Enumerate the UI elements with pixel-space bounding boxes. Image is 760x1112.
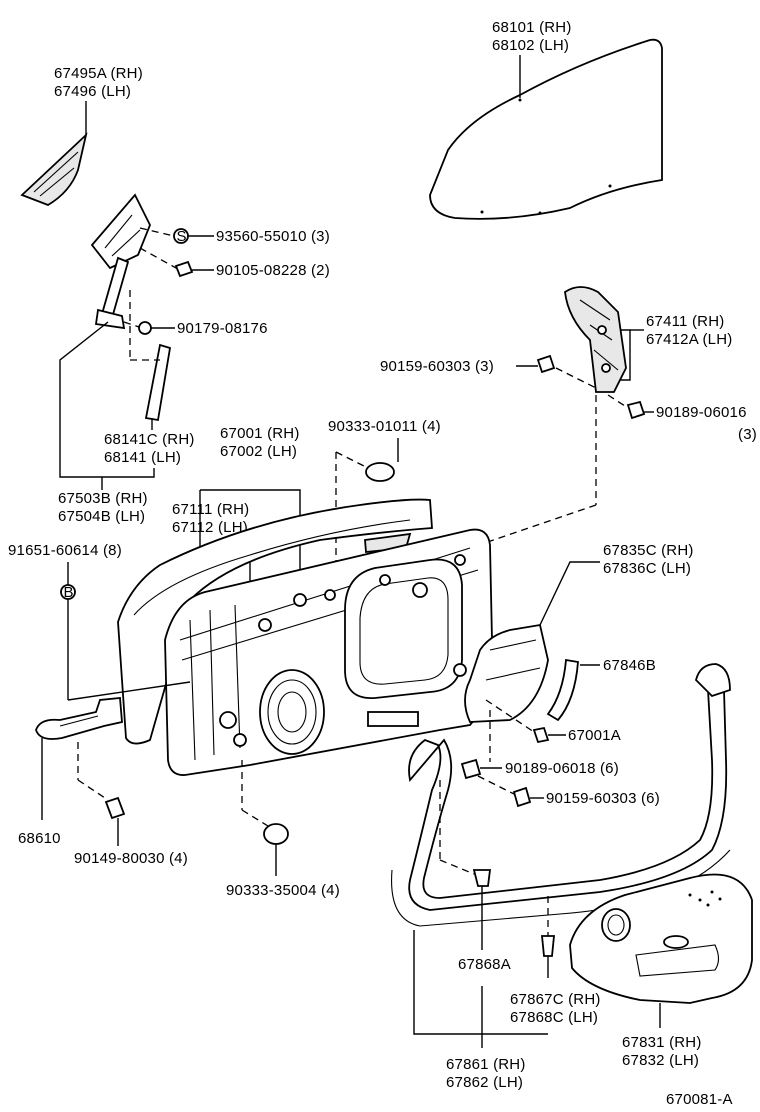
- door-check-part: [35, 697, 123, 740]
- clip-c-label-rh: 67867C (RH): [510, 991, 601, 1008]
- hole-plug-b-part: [263, 823, 289, 845]
- door-trim-board-part: [569, 873, 753, 1004]
- diagram-id-label: 670081-A: [666, 1091, 733, 1108]
- check-assy-label: 68610: [18, 830, 61, 847]
- door-glass-part: [429, 38, 663, 220]
- circle-b-mark: B: [64, 584, 74, 601]
- clip-67867c-part: [541, 935, 555, 957]
- glass-run-strip-part: [144, 343, 172, 422]
- mirror-cover-label-lh: 67496 (LH): [54, 83, 131, 100]
- bolt-90149-part: [104, 796, 126, 820]
- bolt-90179-part: [138, 321, 175, 335]
- clip-67868a-part: [472, 869, 492, 887]
- regulator-label-lh: 67412A (LH): [646, 331, 732, 348]
- clip-b-label: 67868A: [458, 956, 511, 973]
- hole-plug-b-label: 90333-35004 (4): [226, 882, 340, 899]
- bolt-c-label: 90159-60303 (3): [380, 358, 494, 375]
- clip-67001a-part: [532, 726, 550, 744]
- nut-90189-06016-part: [626, 400, 646, 420]
- clip-c-label-lh: 67868C (LH): [510, 1009, 598, 1026]
- hole-plug-a-part: [365, 462, 395, 482]
- bolt-90159-upper-part: [536, 354, 556, 374]
- glass-label-rh: 68101 (RH): [492, 19, 572, 36]
- bolt-e-label: 90149-80030 (4): [74, 850, 188, 867]
- nut-90189-06018-part: [460, 758, 482, 780]
- service-cover-label-rh: 67835C (RH): [603, 542, 694, 559]
- window-regulator-part: [564, 286, 627, 393]
- mirror-bracket-part: [90, 193, 151, 330]
- bolt-90105-part: [174, 260, 214, 278]
- service-cover-label-lh: 67836C (LH): [603, 560, 691, 577]
- door-label-lh: 67002 (LH): [220, 443, 297, 460]
- door-weatherstrip-part: [391, 663, 731, 927]
- circle-s-mark: S: [177, 228, 187, 245]
- hole-plug-a-label: 90333-01011 (4): [328, 418, 441, 435]
- nut-a-label: 90189-06016: [656, 404, 747, 421]
- door-inner-panel-part: [164, 528, 493, 776]
- trim-board-label-rh: 67831 (RH): [622, 1034, 702, 1051]
- bolt-b-label: 90179-08176: [177, 320, 268, 337]
- strip-label-rh: 68141C (RH): [104, 431, 195, 448]
- nut-a-qty-label: (3): [738, 426, 757, 443]
- glass-label-lh: 68102 (LH): [492, 37, 569, 54]
- division-bar-label-lh: 67504B (LH): [58, 508, 145, 525]
- frame-label-rh: 67111 (RH): [172, 501, 249, 518]
- nut-b-label: 90189-06018 (6): [505, 760, 619, 777]
- bolt-d-label: 90159-60303 (6): [546, 790, 660, 807]
- clip-a-label: 67001A: [568, 727, 621, 744]
- seal-67846b-part: [546, 658, 579, 722]
- weatherstrip-label-rh: 67861 (RH): [446, 1056, 526, 1073]
- seal-label: 67846B: [603, 657, 656, 674]
- bolt-90159-lower-part: [512, 786, 532, 808]
- bolt-a-label: 90105-08228 (2): [216, 262, 330, 279]
- door-label-rh: 67001 (RH): [220, 425, 300, 442]
- service-cover-part: [464, 623, 549, 723]
- frame-label-lh: 67112 (LH): [172, 519, 248, 536]
- mirror-cover-part: [20, 132, 88, 206]
- weatherstrip-label-lh: 67862 (LH): [446, 1074, 523, 1091]
- b-screw-label: 91651-60614 (8): [8, 542, 122, 559]
- s-screw-label: 93560-55010 (3): [216, 228, 330, 245]
- trim-board-label-lh: 67832 (LH): [622, 1052, 699, 1069]
- division-bar-label-rh: 67503B (RH): [58, 490, 148, 507]
- mirror-cover-label-rh: 67495A (RH): [54, 65, 143, 82]
- strip-label-lh: 68141 (LH): [104, 449, 181, 466]
- regulator-label-rh: 67411 (RH): [646, 313, 724, 330]
